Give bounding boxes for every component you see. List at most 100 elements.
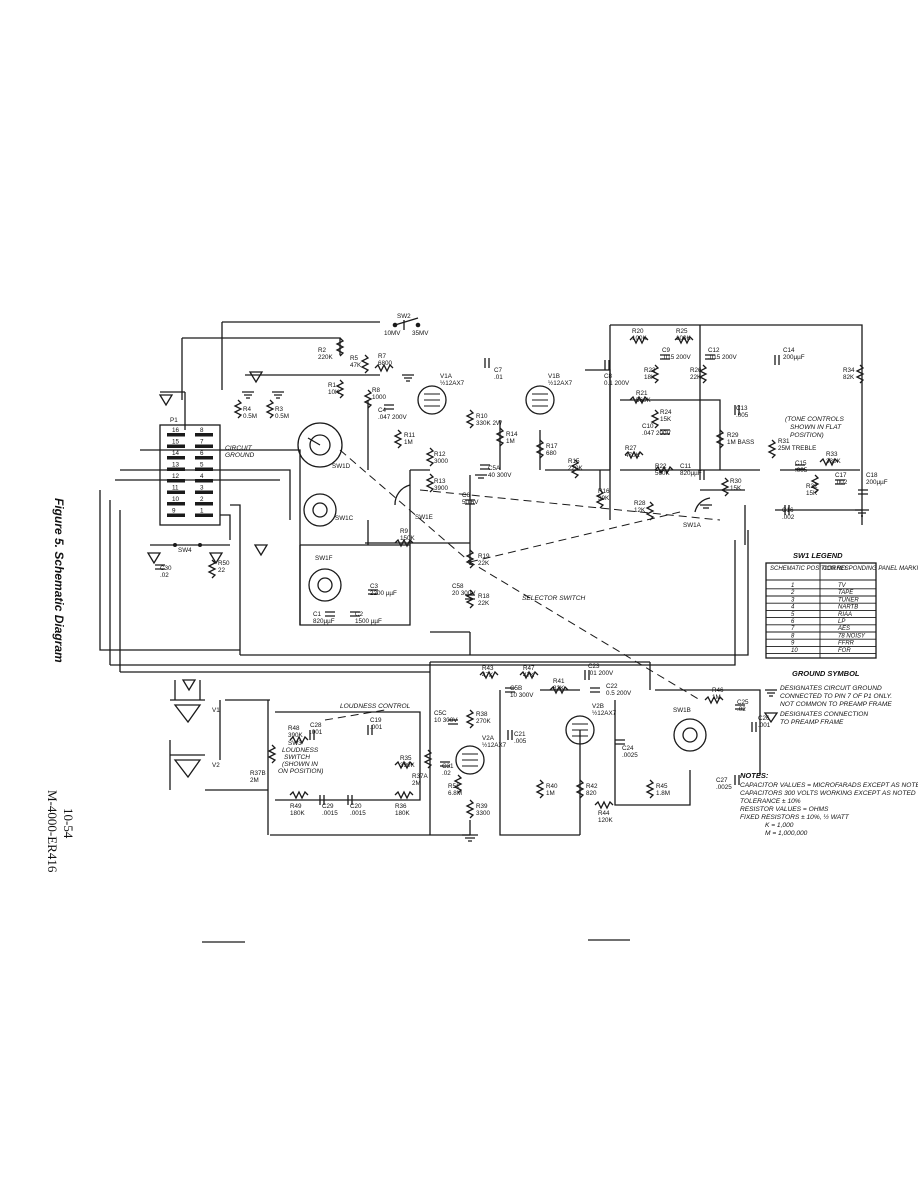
legend-title: SW1 LEGEND	[793, 551, 843, 560]
component-c58-ref: C58	[452, 583, 464, 590]
component-c31-value: .02	[442, 770, 451, 777]
component-c19-value: .001	[370, 724, 383, 731]
frame-wiring	[99, 321, 863, 836]
component-c8-value: 0.1 200V	[604, 380, 630, 387]
capacitors	[155, 354, 868, 805]
component-r36-ref: R36	[395, 803, 407, 810]
component-c17-ref: C17	[835, 472, 847, 479]
component-c3-value: 2200 µµF	[370, 590, 397, 597]
resistor-r42	[575, 779, 585, 799]
component-r15-ref: R15	[568, 458, 580, 465]
component-c9-ref: C9	[662, 347, 671, 354]
component-r43-value: 47K	[482, 672, 494, 679]
component-r47-value: 47K	[523, 672, 535, 679]
resistor-r20	[629, 335, 649, 345]
component-r3-ref: R3	[275, 406, 284, 413]
resistor-r38	[465, 709, 475, 729]
component-c5c-value: 10 300V	[434, 717, 458, 724]
resistor-r43	[479, 670, 499, 680]
component-c16-ref: C16	[782, 507, 794, 514]
component-r29-ref: R29	[727, 432, 739, 439]
component-c26-ref: C26	[758, 715, 770, 722]
component-r50-value: 22	[218, 567, 226, 574]
component-c23-value: .01 200V	[588, 670, 614, 677]
doc-number: M-4000-ER416	[45, 790, 60, 873]
component-c1-value: 820µµF	[313, 618, 335, 625]
legend-position-no: 9	[791, 641, 795, 647]
resistor-r29	[715, 429, 725, 449]
p1-pin-number: 3	[200, 485, 204, 492]
resistor-r5	[360, 354, 370, 374]
resistor-r39	[465, 799, 475, 819]
component-r37a-value: 2M	[412, 780, 421, 787]
resistor-r51	[453, 774, 463, 794]
component-c5a-value: 40 300V	[488, 472, 512, 479]
component-r24-value: 15K	[660, 416, 672, 423]
legend-header-position: SCHEMATIC POSITION NO.	[770, 566, 848, 572]
p1-pin-number: 4	[200, 473, 204, 480]
component-r46-value: 1M	[712, 694, 721, 701]
component-r7-value: 6800	[378, 360, 393, 367]
component-c9-value: .015 200V	[662, 354, 692, 361]
note-line: CAPACITOR VALUES = MICROFARADS EXCEPT AS…	[740, 782, 918, 789]
component-c2-ref: C2	[355, 611, 364, 618]
resistor-r11	[393, 429, 403, 449]
component-c11-ref: C11	[680, 463, 692, 470]
component-r40-value: 1M	[546, 790, 555, 797]
component-r37b-ref: R37B	[250, 770, 266, 777]
component-r31-ref: R31	[778, 438, 790, 445]
p1-pin-number: 16	[172, 427, 180, 434]
note-line: RESISTOR VALUES = OHMS	[740, 806, 829, 813]
tube-v2b-ref: V2B	[592, 703, 604, 710]
component-r23-value: 18K	[644, 374, 656, 381]
component-r29-value: 1M BASS	[727, 439, 754, 446]
tone-note-2: SHOWN IN FLAT	[790, 424, 842, 431]
component-c21-value: .005	[514, 738, 527, 745]
component-c12-value: .015 200V	[708, 354, 738, 361]
component-r51-value: 6.8M	[448, 790, 462, 797]
resistor-r44	[594, 800, 614, 810]
resistor-r2	[335, 337, 345, 357]
switch-label-sw1b: SW1B	[673, 707, 691, 714]
component-c10-value: .047 200V	[642, 430, 672, 437]
component-r36-value: 180K	[395, 810, 411, 817]
legend-position-no: 7	[791, 626, 795, 632]
p1-pin-number: 2	[200, 496, 204, 503]
p1-pin-number: 8	[200, 427, 204, 434]
component-c8-ref: C8	[604, 373, 613, 380]
p1-pin-number: 12	[172, 473, 180, 480]
p1-pin-bar	[195, 513, 213, 517]
component-r18-value: 22K	[478, 600, 490, 607]
switch-label-sw1e: SW1E	[415, 514, 433, 521]
component-r3-value: 0.5M	[275, 413, 289, 420]
circuit-ground-label: CIRCUIT	[225, 445, 253, 452]
component-r26-ref: R26	[690, 367, 702, 374]
legend-position-no: 1	[791, 583, 794, 589]
resistors	[207, 335, 865, 819]
component-r11-ref: R11	[404, 432, 416, 439]
p1-pin-bar	[167, 502, 185, 506]
component-c14-ref: C14	[783, 347, 795, 354]
p1-pin-number: 13	[172, 462, 180, 469]
legend-panel-marking: LP	[838, 619, 845, 625]
resistor-r33	[819, 457, 839, 467]
component-r38-value: 270K	[476, 718, 492, 725]
component-c18-value: 200µµF	[866, 479, 888, 486]
resistor-r50	[207, 559, 217, 579]
component-r34-ref: R34	[843, 367, 855, 374]
tube-v1b-ref: V1B	[548, 373, 560, 380]
notes-title: NOTES:	[740, 771, 769, 780]
resistor-r32	[810, 474, 820, 494]
resistor-r37a	[423, 749, 433, 769]
ground-legend-line1: DESIGNATES CIRCUIT GROUND	[780, 685, 882, 692]
component-r51-ref: R51	[448, 783, 460, 790]
resistor-r46	[704, 695, 724, 705]
resistor-r14	[495, 427, 505, 447]
switch-label-sw1d: SW1D	[332, 463, 351, 470]
legend-position-no: 8	[791, 633, 795, 639]
resistor-r41	[549, 685, 569, 695]
resistor-r49	[289, 790, 309, 800]
